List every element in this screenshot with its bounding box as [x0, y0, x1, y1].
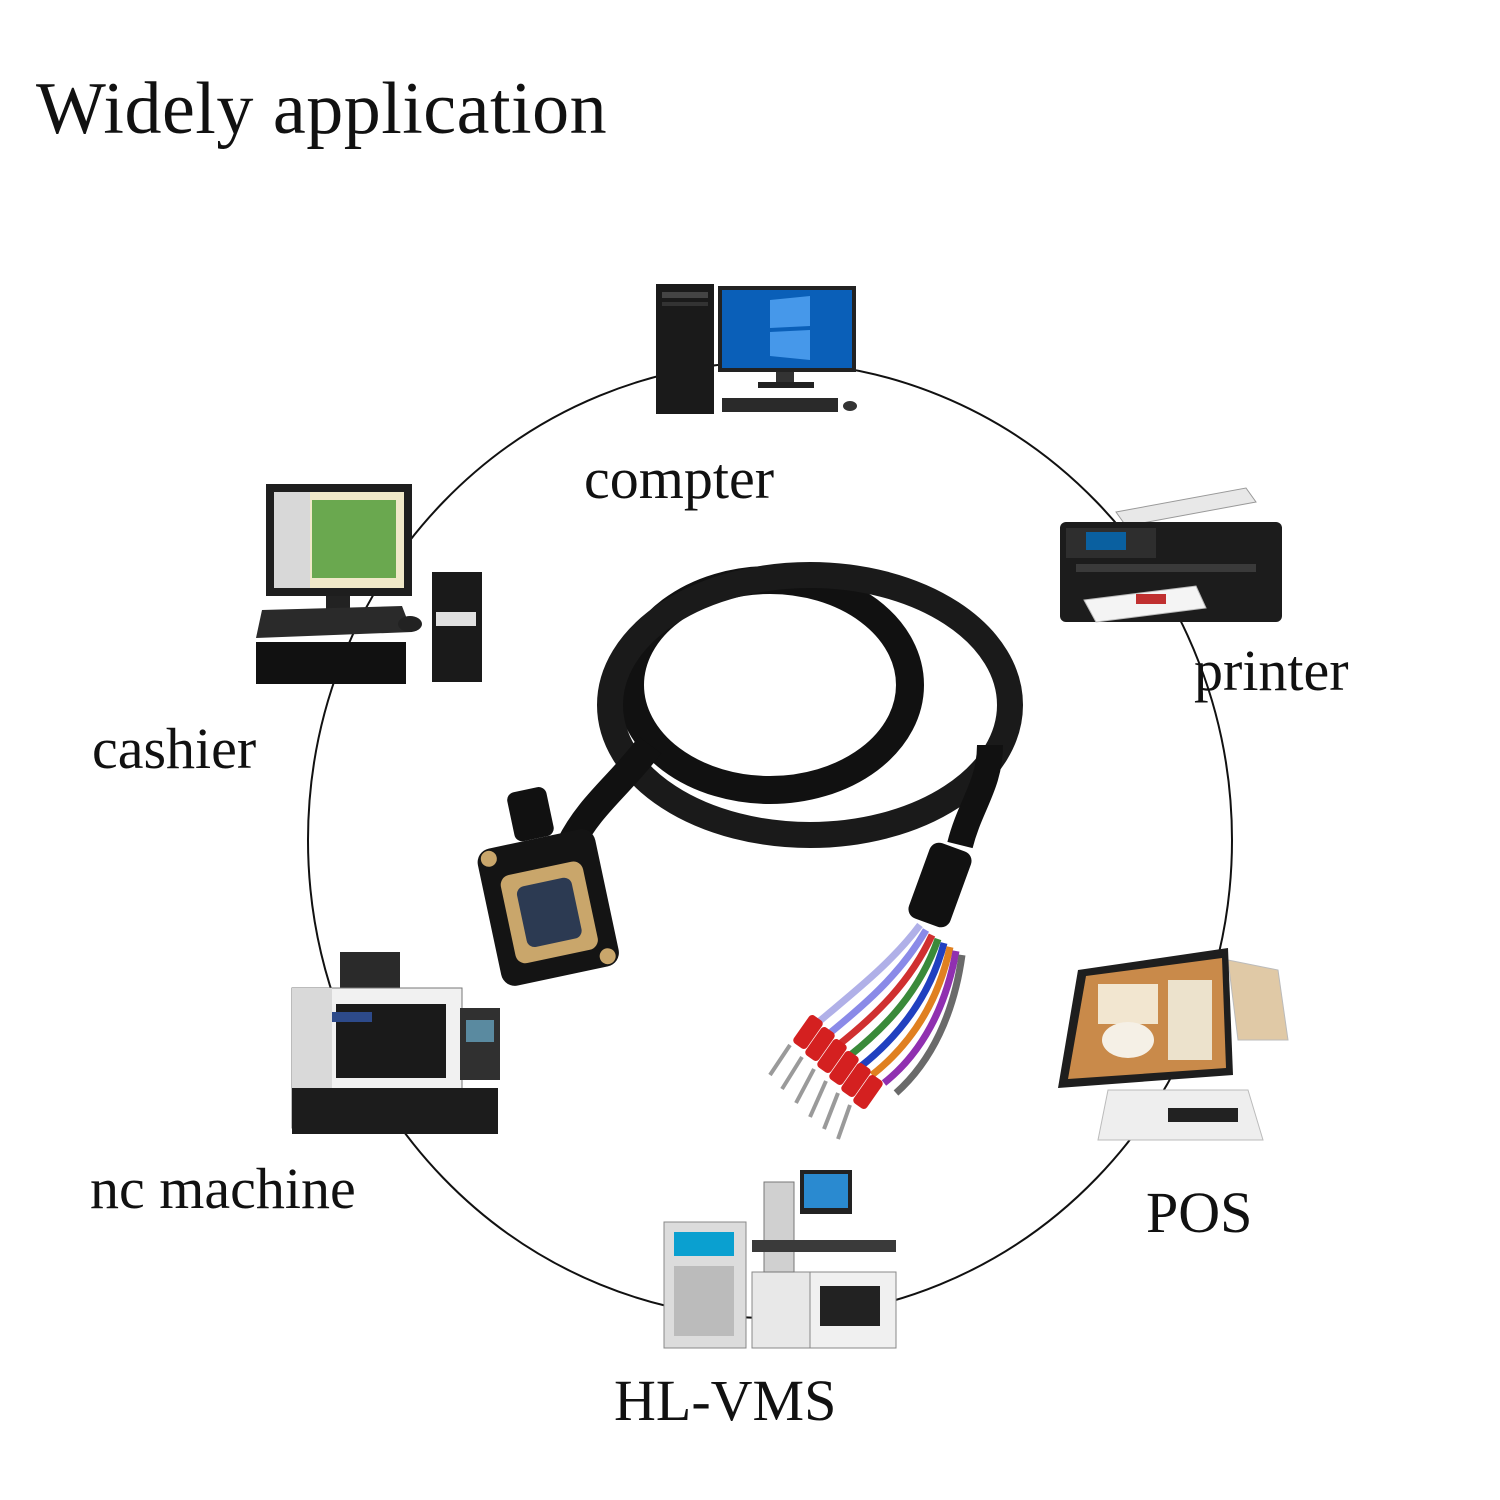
desktop-computer-icon [650, 278, 870, 423]
label-computer: compter [584, 446, 775, 511]
pos-terminal-icon [1048, 940, 1293, 1150]
db9-serial-cable-icon [470, 545, 1070, 1145]
printer-icon [1056, 482, 1286, 632]
cash-register-icon [252, 482, 497, 692]
cnc-machine-icon [290, 948, 510, 1143]
page-title: Widely application [36, 68, 608, 150]
label-hlvms: HL-VMS [614, 1368, 837, 1433]
label-pos: POS [1146, 1180, 1253, 1245]
label-cashier: cashier [92, 716, 257, 781]
label-printer: printer [1194, 638, 1349, 703]
laser-machine-icon [660, 1162, 900, 1352]
label-nc-machine: nc machine [90, 1156, 356, 1221]
